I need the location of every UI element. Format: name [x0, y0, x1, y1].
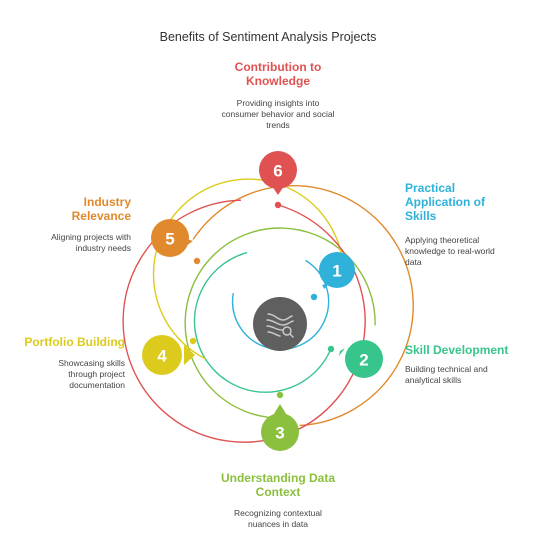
- item-4-heading: Portfolio Building: [5, 335, 125, 349]
- item-6-description: Providing insights into consumer behavio…: [178, 98, 378, 131]
- marker-2-number: 2: [359, 351, 368, 370]
- ring-4: [152, 178, 343, 360]
- item-3-desc-line: nuances in data: [247, 519, 309, 529]
- item-6-heading: Contribution to Knowledge: [178, 60, 378, 88]
- diagram-title: Benefits of Sentiment Analysis Projects: [159, 30, 377, 44]
- marker-5: 5: [151, 219, 193, 257]
- marker-3: 3: [261, 404, 299, 451]
- connector-dot-5: [193, 257, 201, 265]
- item-2-description: Building technical and analytical skills: [405, 364, 530, 386]
- item-2-desc-line: analytical skills: [405, 375, 462, 385]
- item-4-desc-line: documentation: [69, 380, 125, 390]
- connector-dot-3: [276, 391, 284, 399]
- item-4-desc-line: through project: [68, 369, 125, 379]
- item-1-heading-line: Practical: [405, 181, 456, 195]
- marker-6-number: 6: [273, 162, 282, 181]
- item-5-heading-line: Industry: [83, 195, 131, 209]
- item-3-desc-line: Recognizing contextual: [234, 508, 322, 518]
- item-6-desc-line: Providing insights into: [236, 98, 320, 108]
- ring-5: [192, 184, 414, 427]
- item-5-heading-line: Relevance: [71, 209, 131, 223]
- marker-4: 4: [142, 335, 195, 375]
- item-1-heading: Practical Application of Skills: [405, 181, 530, 223]
- sentiment-analysis-icon: [266, 313, 294, 338]
- item-5-description: Aligning projects with industry needs: [5, 232, 131, 254]
- connector-dot-2: [327, 345, 335, 353]
- item-4-desc-line: Showcasing skills: [58, 358, 125, 368]
- item-1-heading-line: Application of: [405, 195, 485, 209]
- item-5-desc-line: industry needs: [75, 243, 131, 253]
- marker-2: 2: [339, 340, 383, 378]
- item-3-heading: Understanding Data Context: [178, 471, 378, 499]
- marker-6: 6: [259, 151, 297, 195]
- item-4-description: Showcasing skills through project docume…: [5, 358, 125, 391]
- item-6-heading-line: Contribution to: [234, 60, 322, 74]
- item-2-heading: Skill Development: [405, 343, 533, 357]
- item-2-heading-line: Skill Development: [405, 343, 509, 357]
- marker-4-number: 4: [157, 347, 167, 366]
- item-3-description: Recognizing contextual nuances in data: [178, 508, 378, 530]
- connector-dot-1: [310, 293, 318, 301]
- ring-1: [231, 259, 330, 351]
- item-6-heading-line: Knowledge: [245, 74, 310, 88]
- item-1-heading-line: Skills: [405, 209, 437, 223]
- item-3-heading-line: Understanding Data: [220, 471, 335, 485]
- ring-2: [193, 251, 332, 393]
- item-6-desc-line: consumer behavior and social: [221, 109, 335, 119]
- item-5-desc-line: Aligning projects with: [51, 232, 131, 242]
- item-1-description: Applying theoretical knowledge to real-w…: [405, 235, 530, 268]
- item-2-desc-line: Building technical and: [405, 364, 488, 374]
- marker-1-number: 1: [332, 262, 341, 281]
- item-3-heading-line: Context: [255, 485, 301, 499]
- item-1-desc-line: Applying theoretical: [405, 235, 480, 245]
- item-5-heading: Industry Relevance: [5, 195, 131, 223]
- connector-dot-6: [274, 201, 282, 209]
- item-4-heading-line: Portfolio Building: [24, 335, 125, 349]
- item-6-desc-line: trends: [266, 120, 290, 130]
- connector-dot-4: [189, 337, 197, 345]
- ring-6: [122, 199, 366, 443]
- item-1-desc-line: knowledge to real-world: [405, 246, 495, 256]
- center-hub: [253, 297, 307, 351]
- marker-5-number: 5: [165, 230, 174, 249]
- item-1-desc-line: data: [405, 257, 422, 267]
- marker-1: 1: [319, 252, 355, 289]
- marker-3-number: 3: [275, 424, 284, 443]
